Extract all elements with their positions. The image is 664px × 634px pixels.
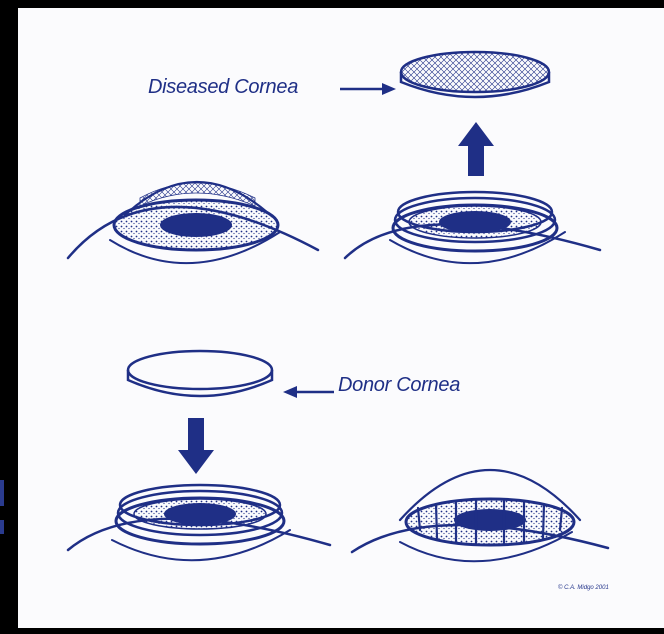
arrow-up-icon — [458, 122, 494, 176]
eye-receiving-donor — [68, 485, 330, 560]
sutured-eye — [352, 470, 608, 561]
arrow-left-icon — [283, 386, 334, 398]
donor-cornea-disc — [128, 351, 272, 396]
arrow-down-icon — [178, 418, 214, 474]
diseased-cornea-label: Diseased Cornea — [148, 76, 298, 99]
eye-cornea-removed — [345, 192, 600, 263]
diseased-eye — [68, 182, 318, 263]
donor-cornea-label: Donor Cornea — [338, 374, 460, 397]
arrow-right-icon — [340, 83, 396, 95]
diseased-cornea-disc — [401, 52, 549, 97]
copyright-text: © C.A. Midgo 2001 — [558, 585, 609, 591]
